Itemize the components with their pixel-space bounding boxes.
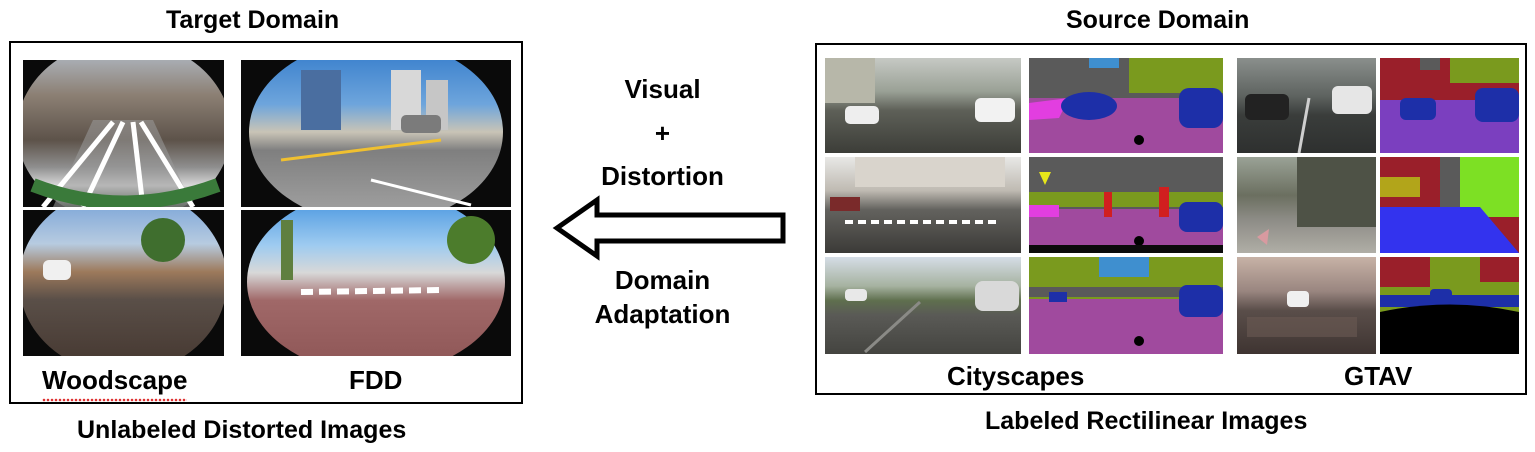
- source-domain-box: Cityscapes GTAV: [815, 43, 1527, 395]
- woodscape-label: Woodscape: [42, 365, 188, 402]
- source-domain-subtitle: Labeled Rectilinear Images: [985, 407, 1308, 435]
- cityscapes-label: Cityscapes: [947, 361, 1085, 391]
- woodscape-image-2: [23, 210, 224, 356]
- target-domain-box: Woodscape FDD: [9, 41, 523, 404]
- cityscapes-seg-1: [1029, 58, 1223, 153]
- target-domain-title: Target Domain: [166, 6, 340, 34]
- arrow-label-distortion: Distortion: [601, 161, 724, 191]
- fdd-image-1: [241, 60, 511, 207]
- arrow-label-domain: Domain: [614, 265, 711, 295]
- arrow-label-visual: Visual: [624, 74, 701, 104]
- fdd-image-2: [241, 210, 511, 356]
- target-domain-subtitle: Unlabeled Distorted Images: [77, 416, 407, 444]
- cityscapes-seg-3: [1029, 257, 1223, 354]
- cityscapes-image-2: [825, 157, 1021, 253]
- cityscapes-image-1: [825, 58, 1021, 153]
- left-arrow: [552, 195, 786, 261]
- cityscapes-seg-2: [1029, 157, 1223, 253]
- arrow-label-adaptation: Adaptation: [594, 299, 731, 329]
- woodscape-image-1: [23, 60, 224, 207]
- fdd-label: FDD: [349, 365, 403, 395]
- arrow-label-plus: +: [654, 118, 671, 148]
- gtav-seg-2: [1380, 157, 1519, 253]
- cityscapes-image-3: [825, 257, 1021, 354]
- gtav-image-2: [1237, 157, 1376, 253]
- gtav-image-1: [1237, 58, 1376, 153]
- gtav-seg-1: [1380, 58, 1519, 153]
- source-domain-title: Source Domain: [1066, 6, 1250, 34]
- gtav-label: GTAV: [1344, 361, 1413, 391]
- gtav-seg-3: [1380, 257, 1519, 354]
- gtav-image-3: [1237, 257, 1376, 354]
